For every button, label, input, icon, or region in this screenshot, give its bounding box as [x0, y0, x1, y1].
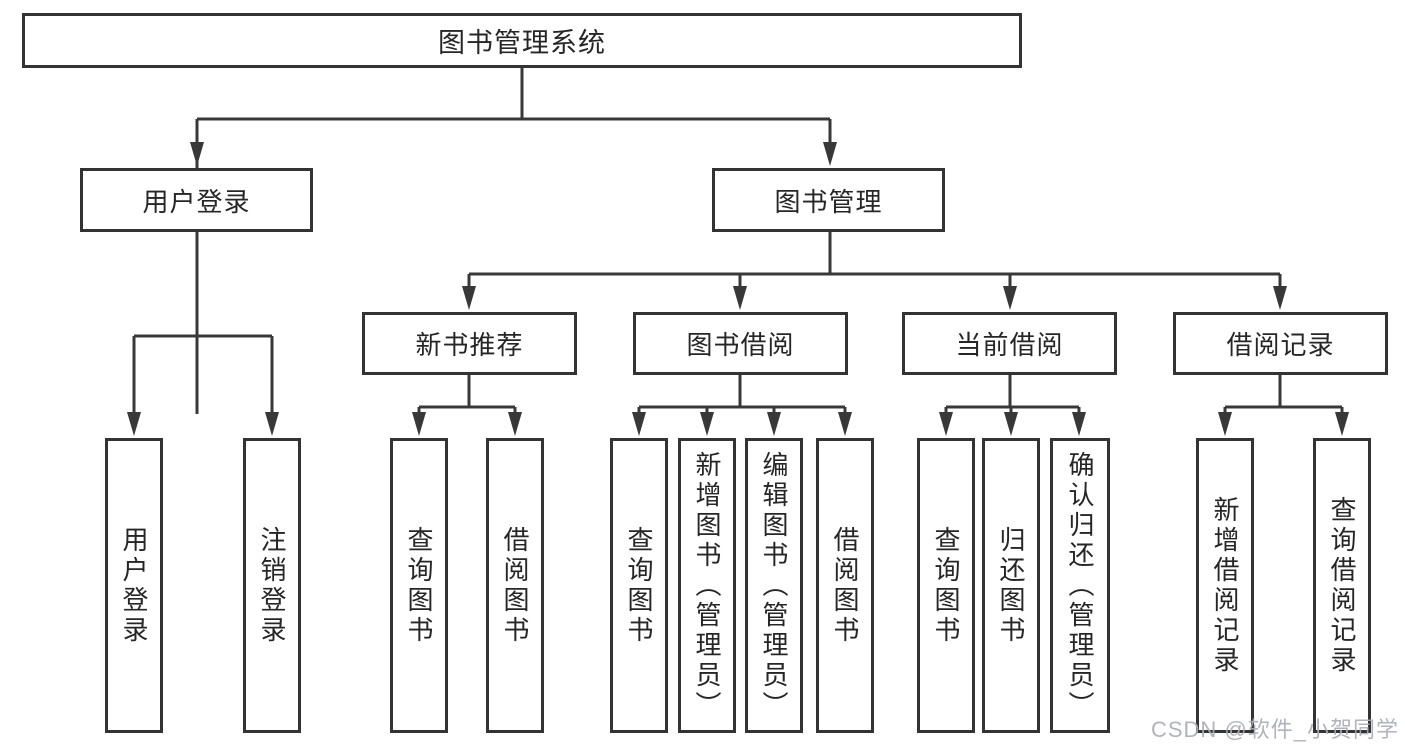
node-label: 新增图书（管理员）: [692, 450, 722, 721]
node-label: 借阅图书: [500, 525, 530, 646]
arrowheads: [127, 142, 1349, 436]
leaf-add-books-admin: 新增图书（管理员）: [678, 438, 736, 733]
node-label: 新书推荐: [415, 330, 524, 360]
leaf-borrow-books-2: 借阅图书: [816, 438, 874, 733]
leaf-borrow-books-1: 借阅图书: [486, 438, 544, 733]
node-label: 查询图书: [624, 525, 654, 646]
node-label: 图书管理: [774, 186, 883, 217]
node-label: 新增借阅记录: [1210, 495, 1240, 676]
leaf-query-books-1: 查询图书: [390, 438, 448, 733]
node-book-management: 图书管理: [712, 168, 945, 232]
node-new-book-recommend: 新书推荐: [362, 312, 577, 375]
node-label: 确认归还（管理员）: [1065, 450, 1095, 721]
node-book-borrowing: 图书借阅: [633, 312, 848, 375]
node-root-system: 图书管理系统: [22, 13, 1022, 68]
node-label: 编辑图书（管理员）: [759, 450, 789, 721]
node-label: 查询图书: [931, 525, 961, 646]
node-label: 查询借阅记录: [1327, 495, 1357, 676]
node-label: 借阅记录: [1226, 330, 1335, 360]
node-label: 注销登录: [257, 525, 287, 646]
node-label: 用户登录: [142, 186, 251, 217]
node-label: 用户登录: [119, 525, 149, 646]
node-label: 归还图书: [996, 525, 1026, 646]
leaf-return-books: 归还图书: [982, 438, 1040, 733]
csdn-watermark: CSDN @软件_小贺同学: [1150, 717, 1399, 742]
leaf-confirm-return-admin: 确认归还（管理员）: [1050, 438, 1110, 733]
leaf-query-books-2: 查询图书: [610, 438, 668, 733]
leaf-query-books-3: 查询图书: [917, 438, 975, 733]
node-borrow-records: 借阅记录: [1173, 312, 1388, 375]
node-label: 图书借阅: [686, 330, 795, 360]
node-user-login: 用户登录: [80, 168, 313, 232]
leaf-add-borrow-record: 新增借阅记录: [1196, 438, 1254, 733]
leaf-logout: 注销登录: [243, 438, 301, 733]
leaf-query-borrow-record: 查询借阅记录: [1313, 438, 1371, 733]
node-current-borrowing: 当前借阅: [902, 312, 1117, 375]
leaf-edit-books-admin: 编辑图书（管理员）: [745, 438, 803, 733]
node-label: 查询图书: [404, 525, 434, 646]
node-label: 借阅图书: [830, 525, 860, 646]
leaf-user-login: 用户登录: [105, 438, 163, 733]
node-label: 当前借阅: [955, 330, 1064, 360]
node-label: 图书管理系统: [438, 28, 606, 58]
